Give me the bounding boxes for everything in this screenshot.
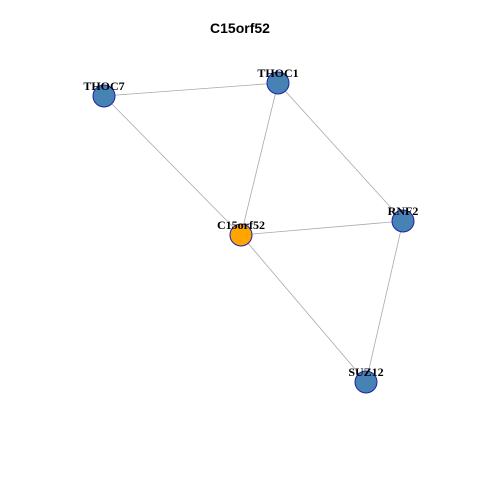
node-label-suz12: SUZ12 xyxy=(348,365,383,379)
node-c15orf52: C15orf52 xyxy=(217,218,265,247)
node-circle-c15orf52 xyxy=(229,223,253,247)
edge-thoc1-rnf2 xyxy=(277,82,404,222)
edge-rnf2-suz12 xyxy=(365,220,404,383)
edge-layer xyxy=(103,82,404,383)
node-rnf2: RNF2 xyxy=(388,204,419,233)
node-thoc7: THOC7 xyxy=(83,79,125,108)
node-circle-suz12 xyxy=(354,370,378,394)
edge-c15orf52-rnf2 xyxy=(240,220,404,236)
node-circle-thoc1 xyxy=(266,71,290,95)
edge-thoc7-thoc1 xyxy=(103,82,279,97)
edge-c15orf52-suz12 xyxy=(240,234,367,383)
node-label-thoc7: THOC7 xyxy=(83,79,124,93)
node-label-thoc1: THOC1 xyxy=(257,66,298,80)
node-circle-rnf2 xyxy=(391,209,415,233)
node-circle-thoc7 xyxy=(92,84,116,108)
node-label-rnf2: RNF2 xyxy=(388,204,419,218)
edge-thoc1-c15orf52 xyxy=(240,82,279,236)
node-suz12: SUZ12 xyxy=(348,365,384,394)
diagram-title: C15orf52 xyxy=(210,20,270,36)
node-thoc1: THOC1 xyxy=(257,66,299,95)
node-label-c15orf52: C15orf52 xyxy=(217,218,265,232)
edge-thoc7-c15orf52 xyxy=(103,95,242,236)
